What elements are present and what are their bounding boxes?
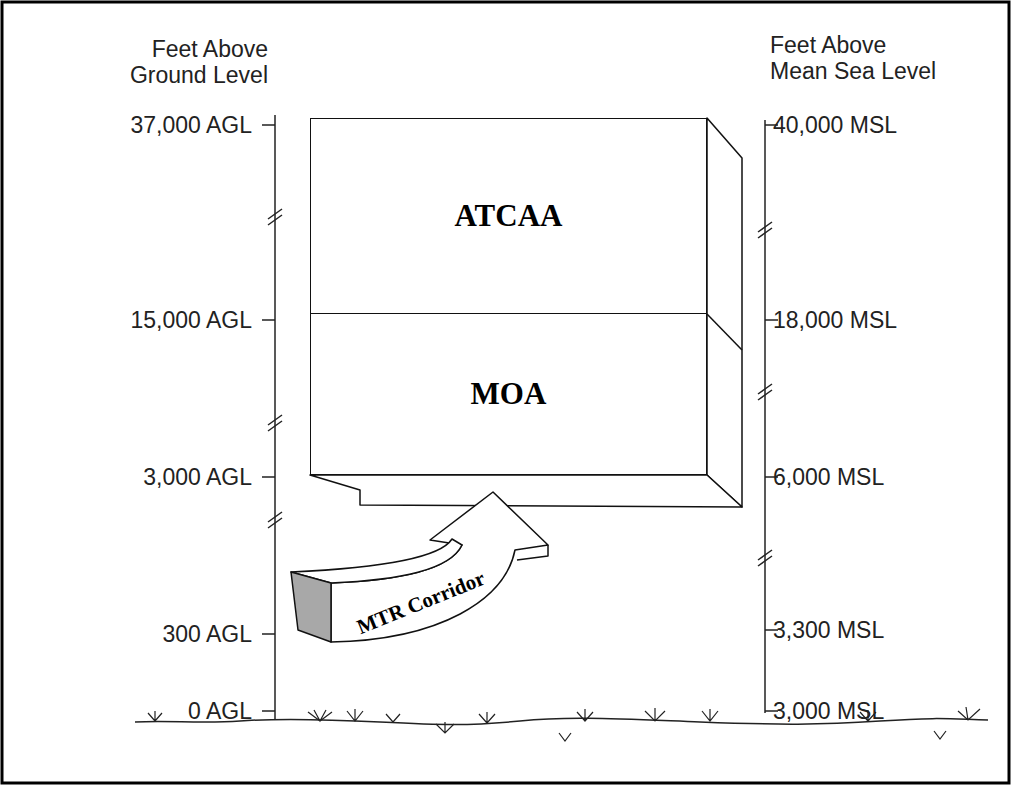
left-axis: [262, 115, 282, 719]
tick-label: 37,000 AGL: [131, 112, 253, 138]
tick-label: 3,000 AGL: [143, 464, 252, 490]
tick-label: 15,000 AGL: [131, 307, 253, 333]
region-name: MOA: [471, 376, 547, 412]
tick-label: 3,300 MSL: [773, 617, 884, 643]
tick-label: 300 AGL: [162, 621, 252, 647]
mtr-corridor-arrow: MTR Corridor: [285, 485, 555, 650]
tick-label: 3,000 MSL: [773, 698, 884, 724]
region-name: ATCAA: [455, 198, 563, 234]
axis-title: Feet Above Mean Sea Level: [770, 32, 944, 85]
tick-label: 18,000 MSL: [773, 307, 897, 333]
tick-label: 40,000 MSL: [773, 112, 897, 138]
tick-label: 6,000 MSL: [773, 464, 884, 490]
box-depth: [310, 118, 742, 507]
moa-box: MOA: [310, 314, 707, 475]
arrow-outline: [285, 485, 555, 650]
atcaa-box: ATCAA: [310, 118, 707, 314]
axis-title: Feet Above Ground Level: [98, 36, 268, 89]
tick-label: 0 AGL: [188, 698, 252, 724]
